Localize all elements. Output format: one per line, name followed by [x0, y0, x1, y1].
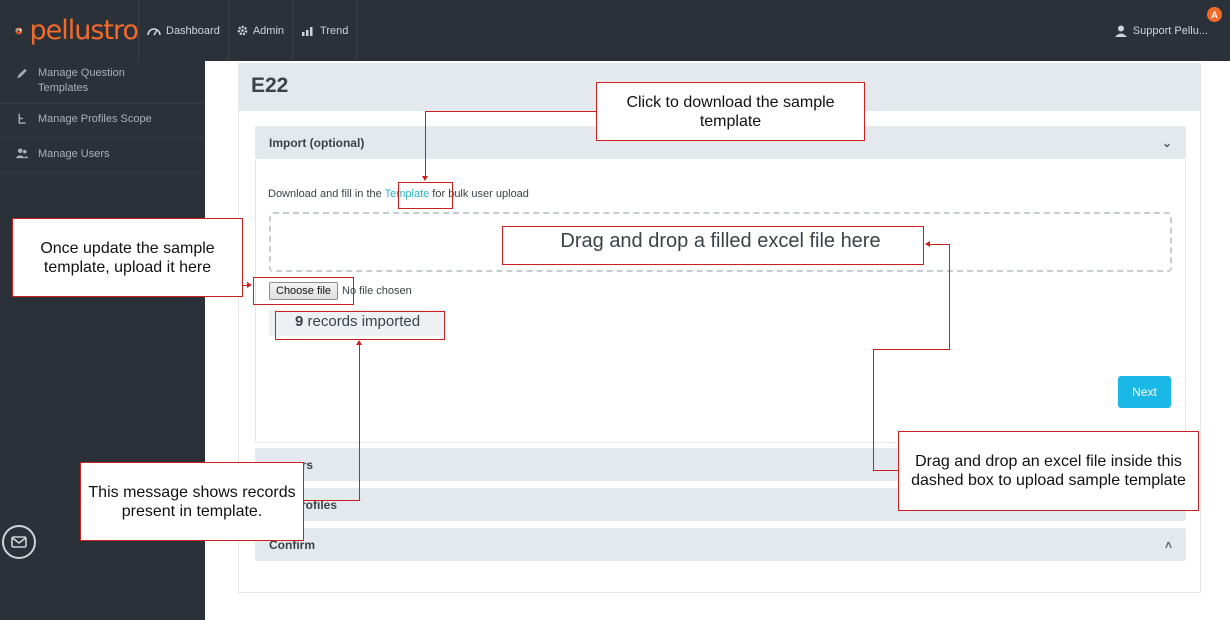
download-callout: Click to download the sample template — [596, 82, 865, 141]
arrow-head — [422, 176, 428, 181]
user-menu[interactable]: Support Pellu... A — [1114, 0, 1222, 61]
nav-dashboard-label: Dashboard — [166, 24, 220, 37]
next-button[interactable]: Next — [1118, 376, 1171, 408]
file-input-row: Choose file No file chosen — [269, 282, 412, 300]
upload-callout-text: Once update the sample template, upload … — [40, 239, 215, 276]
records-imported-message: 9 records imported — [269, 310, 445, 336]
confirm-section-header[interactable]: Confirm ˄ — [255, 528, 1186, 561]
pencil-icon — [17, 68, 27, 79]
arrow-head — [247, 282, 252, 288]
logo-text: pellustro — [29, 15, 139, 46]
gauge-icon — [147, 27, 161, 35]
connector-line — [359, 345, 360, 501]
import-section-header[interactable]: Import (optional) ⌄ — [255, 126, 1186, 159]
chevron-down-icon[interactable]: ⌄ — [1161, 135, 1172, 150]
import-section-title: Import (optional) — [269, 135, 365, 150]
connector-line — [425, 111, 426, 176]
logo-mark-icon — [15, 27, 23, 34]
mail-icon — [11, 536, 27, 548]
connector-line — [949, 244, 950, 350]
bar-chart-icon — [302, 26, 313, 36]
page-title: E22 — [251, 74, 289, 97]
dropzone-label: Drag and drop a filled excel file here — [560, 230, 881, 252]
arrow-head — [356, 340, 362, 345]
download-prefix: Download and fill in the — [268, 188, 385, 200]
upload-callout: Once update the sample template, upload … — [12, 218, 243, 297]
choose-file-button[interactable]: Choose file — [269, 282, 339, 300]
profiles-section-header[interactable]: Profiles — [255, 488, 1186, 521]
import-section-body: Download and fill in the Template for bu… — [255, 160, 1186, 443]
template-link-highlight — [398, 182, 453, 209]
user-name: Support Pellu... — [1132, 24, 1208, 37]
chevron-up-icon[interactable]: ˄ — [1164, 537, 1172, 552]
confirm-section[interactable]: Confirm ˄ — [255, 528, 1186, 561]
notification-badge[interactable]: A — [1207, 7, 1222, 22]
connector-line — [873, 470, 898, 471]
connector-line — [930, 244, 950, 245]
nav-trend[interactable]: Trend — [292, 0, 358, 61]
connector-line — [304, 500, 360, 501]
dropzone-highlight — [502, 226, 924, 265]
nav-admin[interactable]: Admin — [227, 0, 292, 61]
connector-line — [873, 349, 874, 471]
nav-dashboard[interactable]: Dashboard — [138, 0, 228, 61]
confirm-section-title: Confirm — [269, 537, 315, 552]
records-count: 9 — [295, 313, 304, 330]
nav-admin-label: Admin — [252, 24, 285, 37]
download-instructions: Download and fill in the Template for bu… — [268, 188, 529, 200]
file-dropzone[interactable]: Drag and drop a filled excel file here — [269, 212, 1172, 272]
sidebar-item-users[interactable]: Manage Users — [0, 138, 205, 173]
mail-button[interactable] — [2, 525, 36, 559]
connector-line — [243, 285, 248, 286]
scope-icon — [18, 113, 26, 124]
app-logo[interactable]: pellustro — [0, 0, 139, 61]
sidebar-item-question-templates[interactable]: Manage Question Templates — [0, 61, 205, 104]
sidebar-item-label: Manage Users — [38, 148, 110, 160]
sidebar-item-label: Manage Question Templates — [38, 67, 125, 94]
profiles-section-title: Profiles — [293, 497, 338, 512]
download-suffix: for bulk user upload — [429, 188, 529, 200]
dragdrop-callout-text: Drag and drop an excel file inside this … — [911, 453, 1186, 489]
nav-trend-label: Trend — [320, 24, 349, 37]
sidebar-item-label: Manage Profiles Scope — [38, 113, 152, 125]
records-label: records imported — [303, 313, 421, 330]
template-download-link[interactable]: Template — [384, 188, 430, 200]
no-file-label: No file chosen — [342, 285, 412, 297]
records-callout-text: This message shows records present in te… — [88, 483, 296, 520]
records-highlight — [275, 311, 445, 340]
user-icon — [1114, 25, 1127, 37]
connector-line — [873, 349, 950, 350]
top-navbar: pellustro Dashboard Admin Trend Support … — [0, 0, 1230, 61]
connector-line — [425, 111, 596, 112]
sidebar-item-profiles-scope[interactable]: Manage Profiles Scope — [0, 104, 205, 138]
choose-file-highlight — [253, 277, 354, 305]
arrow-head — [925, 241, 930, 247]
gear-icon — [237, 25, 248, 36]
dragdrop-callout: Drag and drop an excel file inside this … — [898, 431, 1199, 511]
users-icon — [15, 148, 29, 159]
records-callout: This message shows records present in te… — [80, 462, 304, 541]
download-callout-text: Click to download the sample template — [626, 93, 835, 130]
